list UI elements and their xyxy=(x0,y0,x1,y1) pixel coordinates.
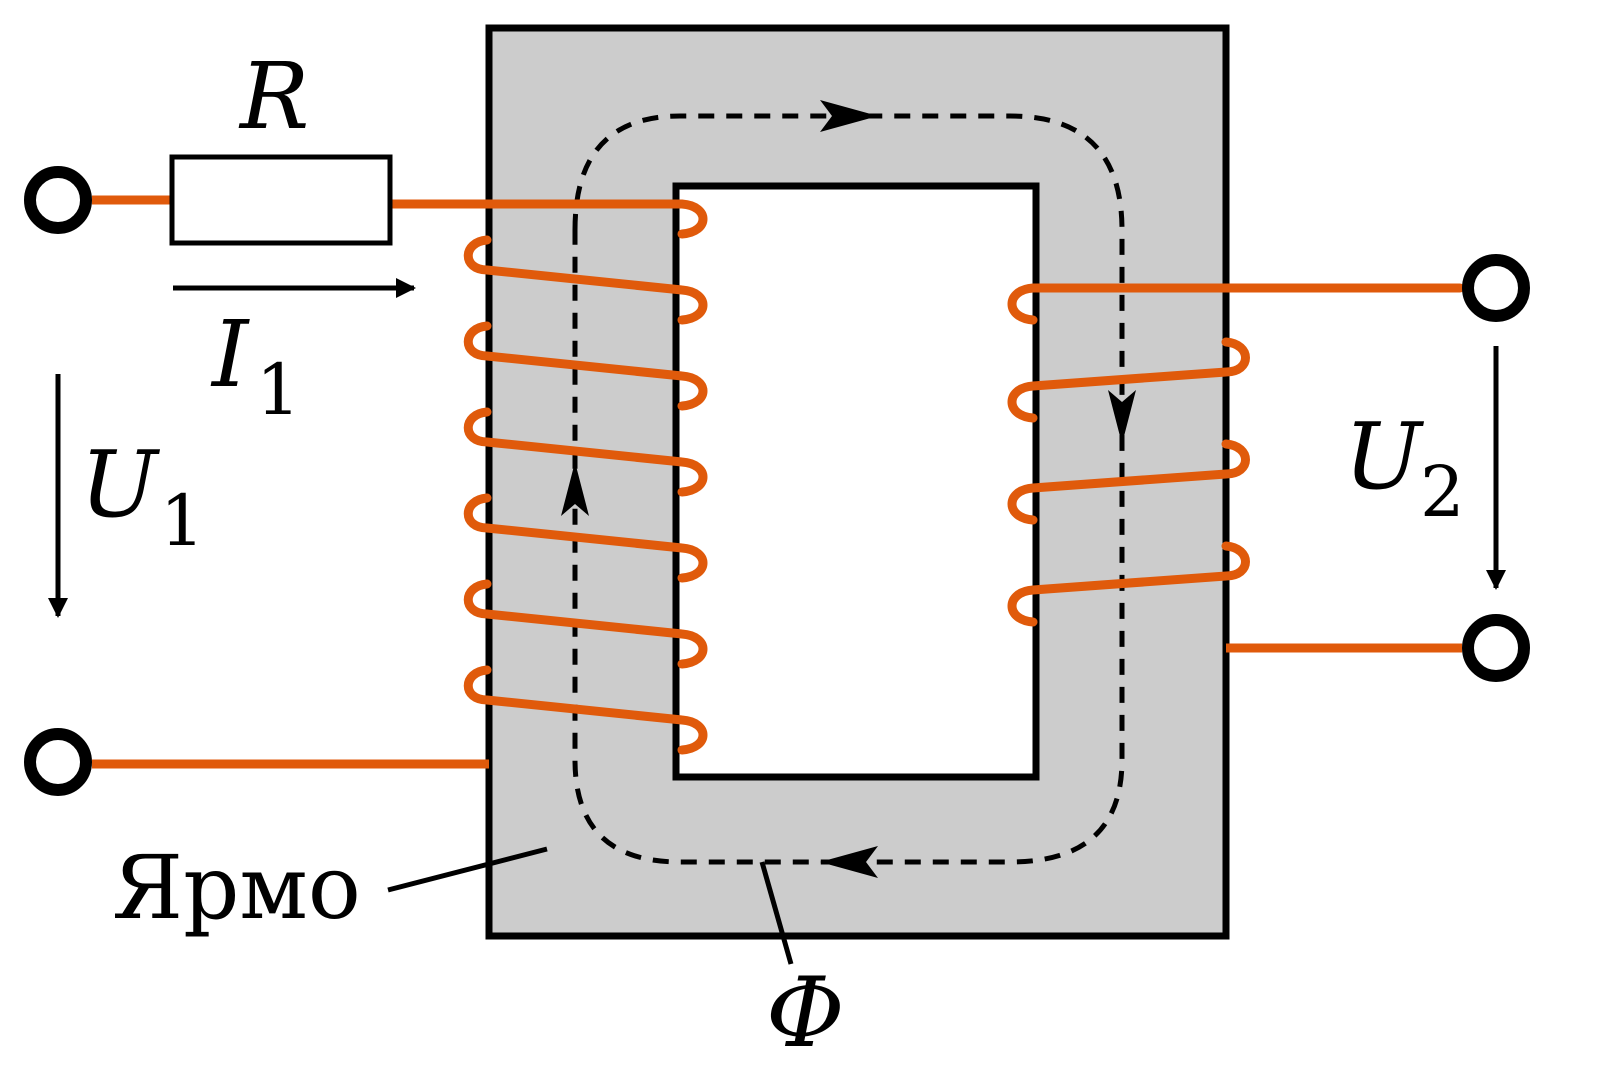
current-subscript: 1 xyxy=(256,349,301,431)
secondary-terminal-bottom xyxy=(1462,614,1530,682)
flux-loop xyxy=(572,113,1125,865)
voltage1-subscript: 1 xyxy=(160,480,205,562)
transformer-core xyxy=(485,24,1230,940)
current-label: I xyxy=(210,301,250,408)
yoke-label: Ярмо xyxy=(112,836,361,939)
flux-arrow-right xyxy=(1108,390,1136,444)
voltage1-label: U xyxy=(80,431,161,538)
primary-terminal-bottom xyxy=(24,728,92,796)
flux-leader-line xyxy=(759,861,794,965)
flux-arrow-left xyxy=(561,462,589,516)
flux-arrow-bottom xyxy=(820,846,878,878)
resistor-label: R xyxy=(238,43,309,150)
primary-winding xyxy=(463,199,708,755)
flux-arrow-top xyxy=(820,100,878,132)
flux-label: Φ xyxy=(766,957,845,1069)
primary-terminal-top xyxy=(24,166,92,234)
resistor xyxy=(169,154,393,246)
yoke-leader-line xyxy=(387,846,548,893)
voltage2-subscript: 2 xyxy=(1420,451,1465,533)
secondary-terminal-top xyxy=(1462,254,1530,322)
secondary-winding xyxy=(1007,283,1465,627)
voltage2-label: U xyxy=(1344,403,1425,510)
